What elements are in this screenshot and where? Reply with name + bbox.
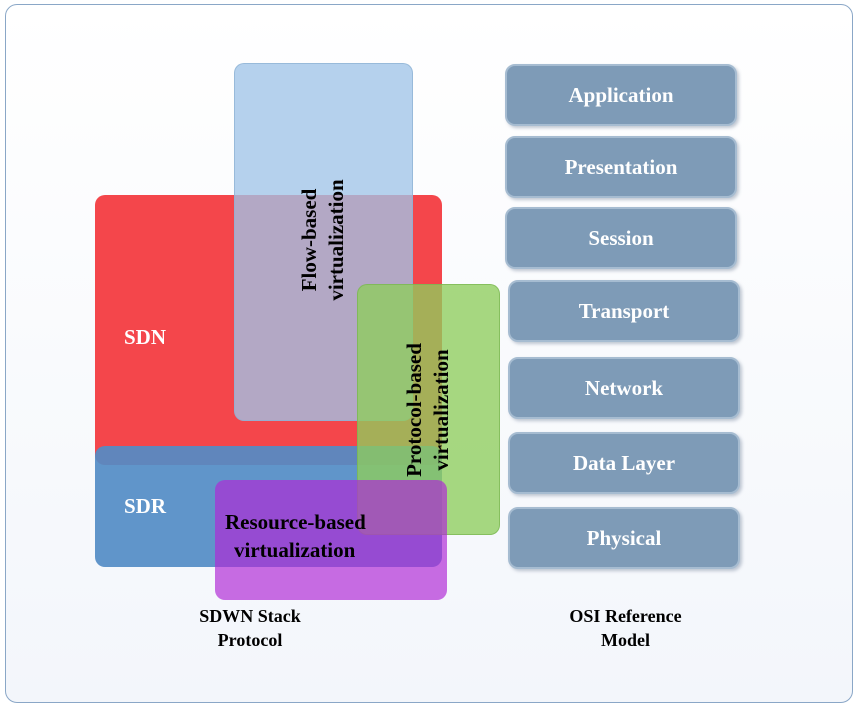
osi-layer-network: Network <box>508 357 740 419</box>
osi-caption: OSI Reference Model <box>543 604 708 652</box>
resource-based-label-line1: Resource-based <box>225 510 366 534</box>
osi-caption-line2: Model <box>601 630 650 650</box>
osi-layer-transport: Transport <box>508 280 740 342</box>
osi-layer-presentation: Presentation <box>505 136 737 198</box>
protocol-based-label-line1: Protocol-based <box>402 343 426 477</box>
sdwn-caption-line2: Protocol <box>217 630 283 650</box>
resource-based-block <box>215 480 447 600</box>
flow-based-label-line2: virtualization <box>324 179 348 301</box>
sdwn-caption: SDWN Stack Protocol <box>170 604 330 652</box>
flow-based-label-line1: Flow-based <box>297 188 321 292</box>
sdr-label: SDR <box>124 494 167 518</box>
osi-layer-physical: Physical <box>508 507 740 569</box>
flow-based-label: Flow-based virtualization <box>296 140 350 340</box>
sdwn-caption-line1: SDWN Stack <box>199 606 301 626</box>
protocol-based-label: Protocol-based virtualization <box>401 310 455 510</box>
osi-layer-data-layer: Data Layer <box>508 432 740 494</box>
protocol-based-label-line2: virtualization <box>429 349 453 471</box>
osi-layer-session: Session <box>505 207 737 269</box>
osi-layer-application: Application <box>505 64 737 126</box>
osi-caption-line1: OSI Reference <box>569 606 682 626</box>
resource-based-label-line2: virtualization <box>234 538 356 562</box>
sdn-label: SDN <box>124 325 167 349</box>
